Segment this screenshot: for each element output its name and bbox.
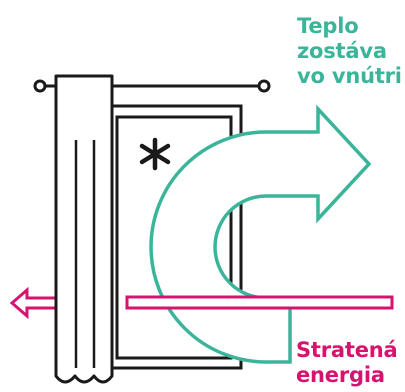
heat-label-line-3: vo vnútri <box>297 64 402 88</box>
heat-label-line-2: zostáva <box>297 39 387 63</box>
loss-label-line-1: Stratená <box>296 338 398 362</box>
loss-label-line-2: energia <box>296 363 385 387</box>
loss-bar <box>125 295 394 310</box>
heat-label-line-1: Teplo <box>297 14 359 38</box>
heat-stays-label: Teplo zostáva vo vnútri <box>297 14 402 89</box>
left-arrow-icon <box>9 286 58 320</box>
lost-energy-label: Stratená energia <box>296 338 398 388</box>
curtain-icon <box>54 74 114 384</box>
snowflake-icon <box>139 137 171 171</box>
